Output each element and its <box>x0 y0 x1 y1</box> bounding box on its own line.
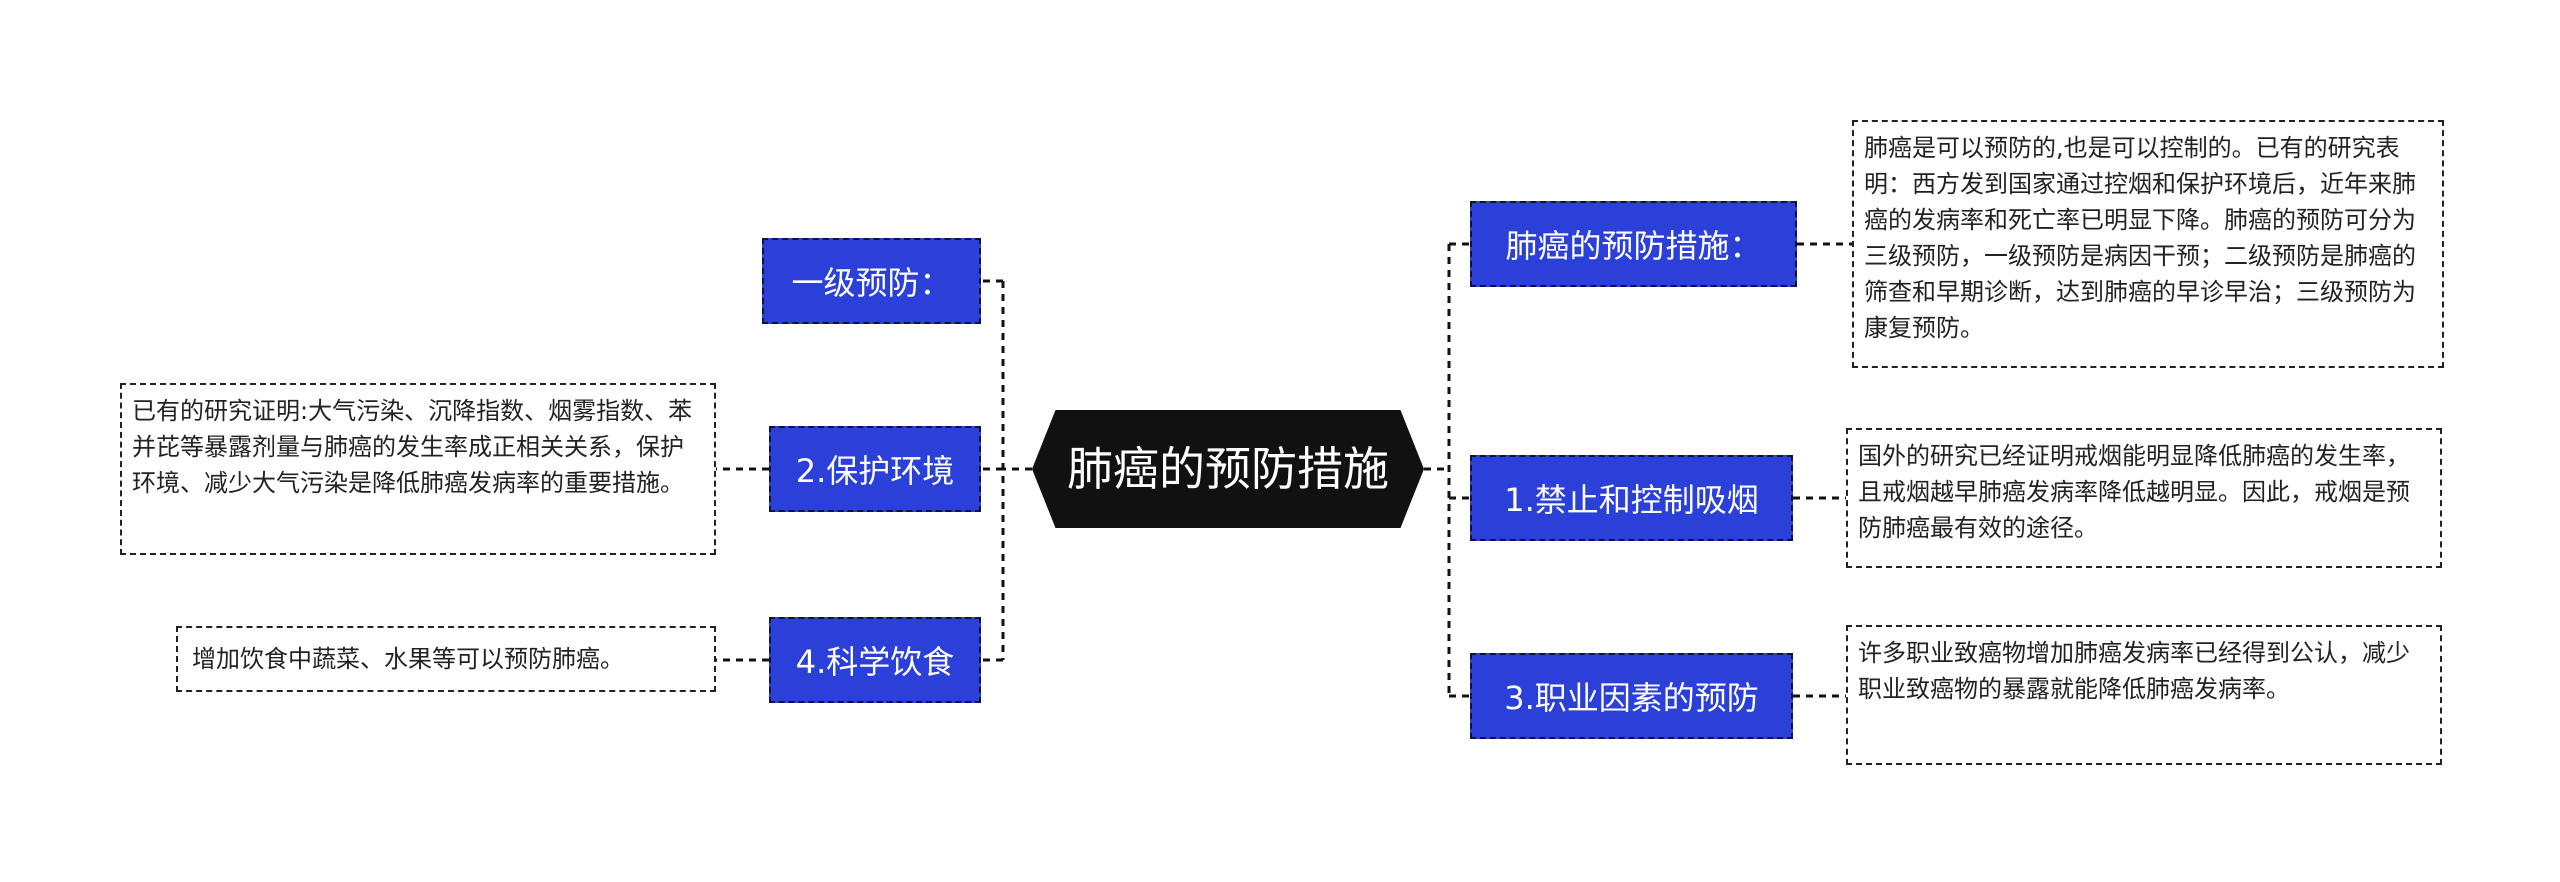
topic-occupational-prevention-label: 3.职业因素的预防 <box>1504 679 1759 717</box>
note-scientific-diet: 增加饮食中蔬菜、水果等可以预防肺癌。 <box>176 626 716 692</box>
topic-occupational-prevention[interactable]: 3.职业因素的预防 <box>1470 653 1793 739</box>
topic-prevention-measures-label: 肺癌的预防措施： <box>1505 227 1762 265</box>
topic-scientific-diet[interactable]: 4.科学饮食 <box>769 617 981 703</box>
topic-protect-environment[interactable]: 2.保护环境 <box>769 426 981 512</box>
note-protect-environment: 已有的研究证明:大气污染、沉降指数、烟雾指数、苯并芘等暴露剂量与肺癌的发生率成正… <box>120 383 716 555</box>
topic-primary-prevention-label: 一级预防： <box>791 264 952 302</box>
topic-scientific-diet-label: 4.科学饮食 <box>795 643 955 681</box>
topic-protect-environment-label: 2.保护环境 <box>795 452 955 490</box>
central-topic-label: 肺癌的预防措施 <box>1067 442 1389 496</box>
note-occupational-prevention: 许多职业致癌物增加肺癌发病率已经得到公认，减少职业致癌物的暴露就能降低肺癌发病率… <box>1846 625 2442 765</box>
topic-primary-prevention[interactable]: 一级预防： <box>762 238 981 324</box>
topic-ban-smoking[interactable]: 1.禁止和控制吸烟 <box>1470 455 1793 541</box>
note-ban-smoking: 国外的研究已经证明戒烟能明显降低肺癌的发生率，且戒烟越早肺癌发病率降低越明显。因… <box>1846 428 2442 568</box>
topic-prevention-measures[interactable]: 肺癌的预防措施： <box>1470 201 1797 287</box>
topic-ban-smoking-label: 1.禁止和控制吸烟 <box>1504 481 1759 519</box>
note-prevention-measures: 肺癌是可以预防的,也是可以控制的。已有的研究表明：西方发到国家通过控烟和保护环境… <box>1852 120 2444 368</box>
central-topic[interactable]: 肺癌的预防措施 <box>1032 410 1424 528</box>
